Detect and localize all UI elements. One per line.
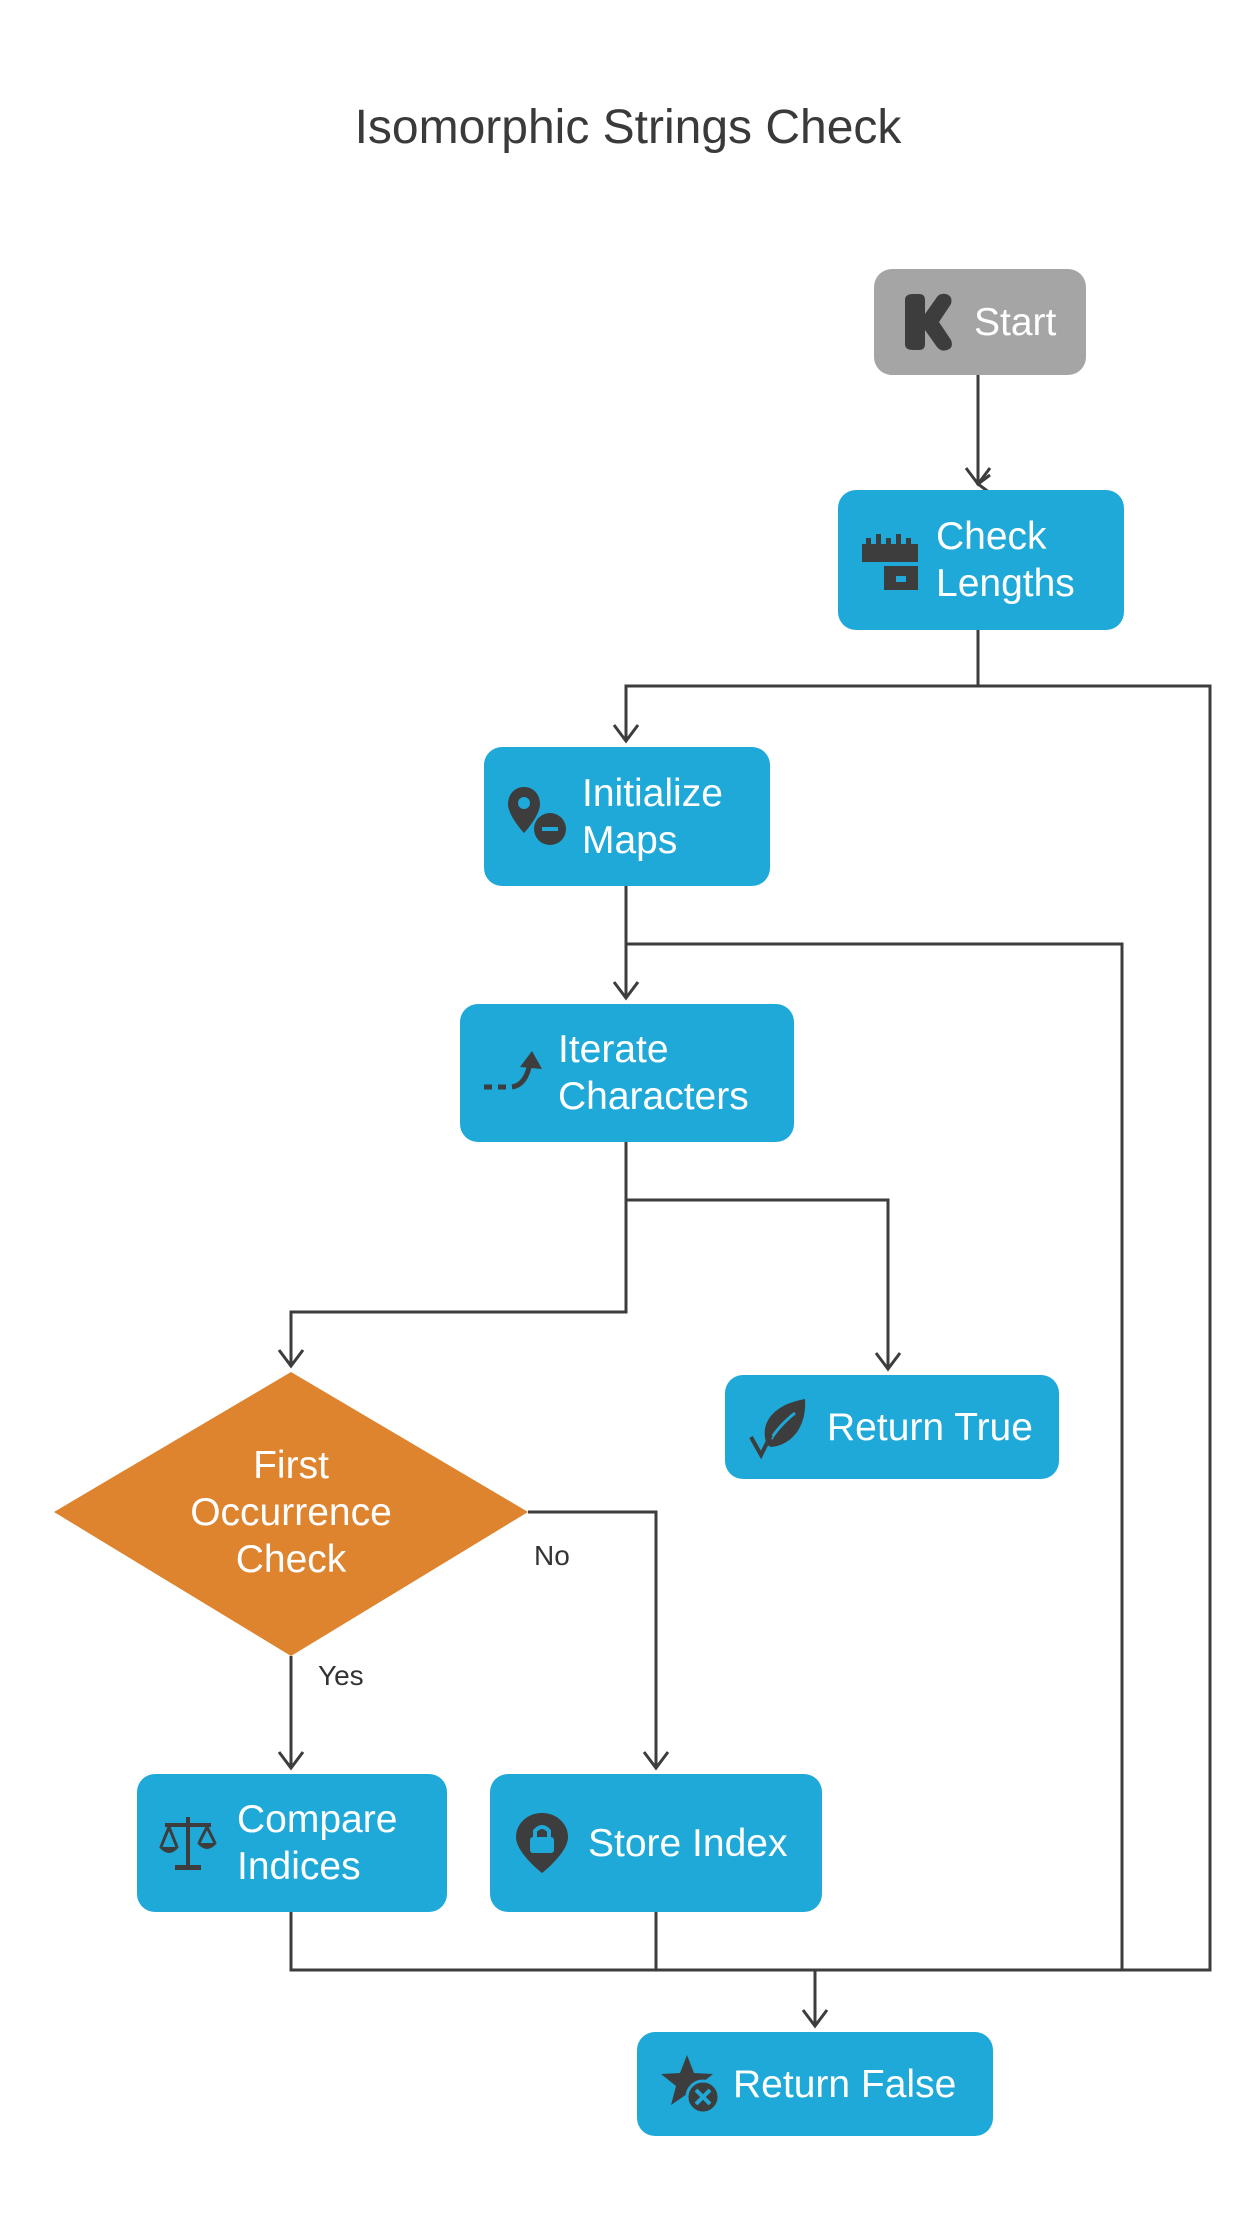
first-occurrence-label: First Occurrence Check (190, 1444, 392, 1581)
initialize-maps-label: Initialize Maps (582, 771, 723, 862)
store-index-label: Store Index (588, 1821, 788, 1865)
arrowheads (277, 467, 992, 2029)
arrowhead-return-true (874, 1352, 902, 1372)
star-x-icon (659, 2053, 721, 2115)
dashed-arrow-icon (482, 1043, 546, 1103)
start-node[interactable]: Start (874, 269, 1086, 375)
initialize-maps-node[interactable]: Initialize Maps (484, 747, 770, 886)
compare-indices-label: Compare Indices (237, 1798, 398, 1888)
edge-no-to-store-index (528, 1510, 658, 1768)
arrowhead-compare (277, 1751, 305, 1771)
return-true-label: Return True (827, 1405, 1033, 1449)
leaf-icon (749, 1395, 809, 1459)
map-pin-lock-icon (514, 1811, 570, 1875)
first-occurrence-decision-shape[interactable] (54, 1372, 528, 1656)
arrowhead-return-false (801, 2009, 829, 2029)
diagram-title: Isomorphic Strings Check (354, 101, 902, 154)
iterate-characters-node[interactable]: Iterate Characters (460, 1004, 794, 1142)
check-lengths-node[interactable]: Check Lengths (838, 490, 1124, 630)
check-lengths-label: Check Lengths (936, 515, 1075, 605)
arrowhead-check-lengths (964, 467, 992, 487)
arrowhead-iterate (612, 981, 640, 1001)
return-false-label: Return False (733, 2062, 957, 2106)
start-label: Start (974, 300, 1057, 344)
edge-compare-to-return-false (289, 1912, 815, 1972)
ruler-icon (860, 528, 922, 592)
arrowhead-store-index (642, 1751, 670, 1771)
edge-initialize-maps-to-return-false (626, 942, 1124, 1970)
arrowhead-first-occurrence (277, 1349, 305, 1369)
edge-check-lengths-to-return-false (815, 684, 1212, 1972)
iterate-characters-label: Iterate Characters (558, 1028, 749, 1118)
edge-iterate-to-first-occurrence (289, 1142, 628, 1366)
store-index-node[interactable]: Store Index (490, 1774, 822, 1912)
no-edge-label: No (534, 1540, 570, 1571)
k-logo-icon (900, 292, 956, 352)
scale-icon (157, 1811, 219, 1875)
return-false-node[interactable]: Return False (637, 2032, 993, 2136)
return-true-node[interactable]: Return True (725, 1375, 1059, 1479)
arrowhead-initialize-maps (612, 724, 640, 744)
yes-edge-label: Yes (318, 1660, 364, 1691)
compare-indices-node[interactable]: Compare Indices (137, 1774, 447, 1912)
edge-check-lengths-to-initialize-maps (624, 630, 980, 741)
edge-iterate-to-return-true (626, 1198, 890, 1369)
map-pin-minus-icon (506, 785, 568, 849)
